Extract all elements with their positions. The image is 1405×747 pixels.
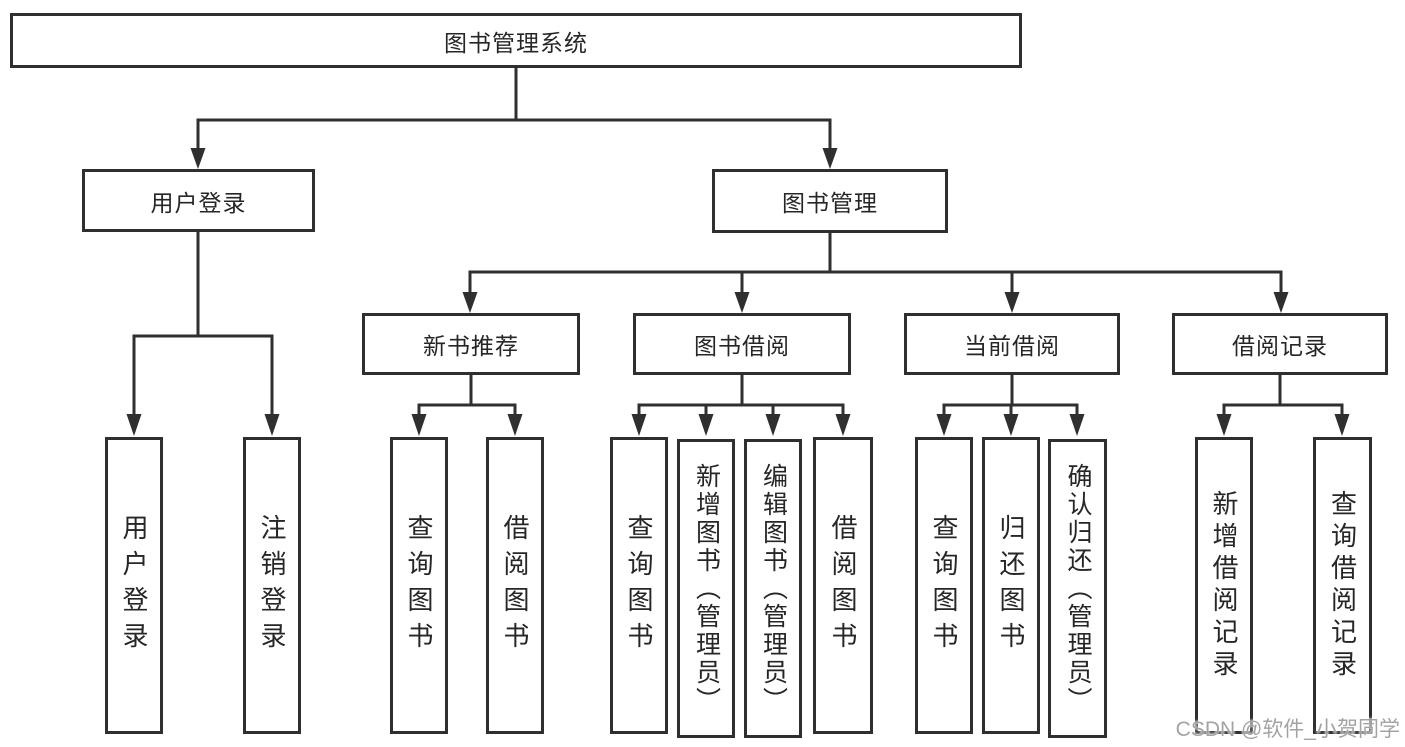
leaf-label: 编辑图书（管理员） <box>759 462 788 715</box>
leaf-label: 查询图书 <box>404 513 434 658</box>
node-book-management: 图书管理 <box>712 169 948 233</box>
leaf-label: 注销登录 <box>257 513 287 658</box>
leaf-borrow-books: 借阅图书 <box>486 437 544 734</box>
leaf-borrow-books: 借阅图书 <box>813 437 873 734</box>
node-borrow-records: 借阅记录 <box>1172 313 1388 375</box>
node-current-borrow: 当前借阅 <box>904 313 1120 375</box>
leaf-logout: 注销登录 <box>243 437 301 734</box>
leaf-label: 确认归还（管理员） <box>1064 462 1092 715</box>
leaf-return-books: 归还图书 <box>982 437 1040 734</box>
leaf-add-borrow-record: 新增借阅记录 <box>1195 437 1253 734</box>
leaf-label: 借阅图书 <box>500 513 530 658</box>
node-new-book-recommend: 新书推荐 <box>362 313 580 375</box>
leaf-query-books: 查询图书 <box>610 437 668 734</box>
leaf-confirm-return-admin: 确认归还（管理员） <box>1048 439 1107 738</box>
leaf-label: 新增借阅记录 <box>1209 489 1239 682</box>
leaf-label: 新增图书（管理员） <box>692 462 721 715</box>
leaf-label: 查询图书 <box>929 513 959 658</box>
leaf-label: 查询借阅记录 <box>1327 489 1358 682</box>
leaf-label: 用户登录 <box>119 513 149 658</box>
watermark: CSDN @软件_小贺同学 <box>1175 718 1400 741</box>
node-user-login: 用户登录 <box>82 169 315 232</box>
leaf-query-borrow-record: 查询借阅记录 <box>1313 437 1372 734</box>
leaf-label: 借阅图书 <box>828 513 858 658</box>
leaf-edit-books-admin: 编辑图书（管理员） <box>744 439 802 738</box>
leaf-query-books: 查询图书 <box>390 437 448 734</box>
node-root-library-system: 图书管理系统 <box>10 13 1022 68</box>
leaf-label: 查询图书 <box>624 513 654 658</box>
node-book-borrow: 图书借阅 <box>633 313 851 375</box>
leaf-label: 归还图书 <box>996 513 1026 658</box>
leaf-user-login: 用户登录 <box>105 437 163 734</box>
leaf-add-books-admin: 新增图书（管理员） <box>677 439 735 738</box>
leaf-query-books: 查询图书 <box>915 437 973 734</box>
